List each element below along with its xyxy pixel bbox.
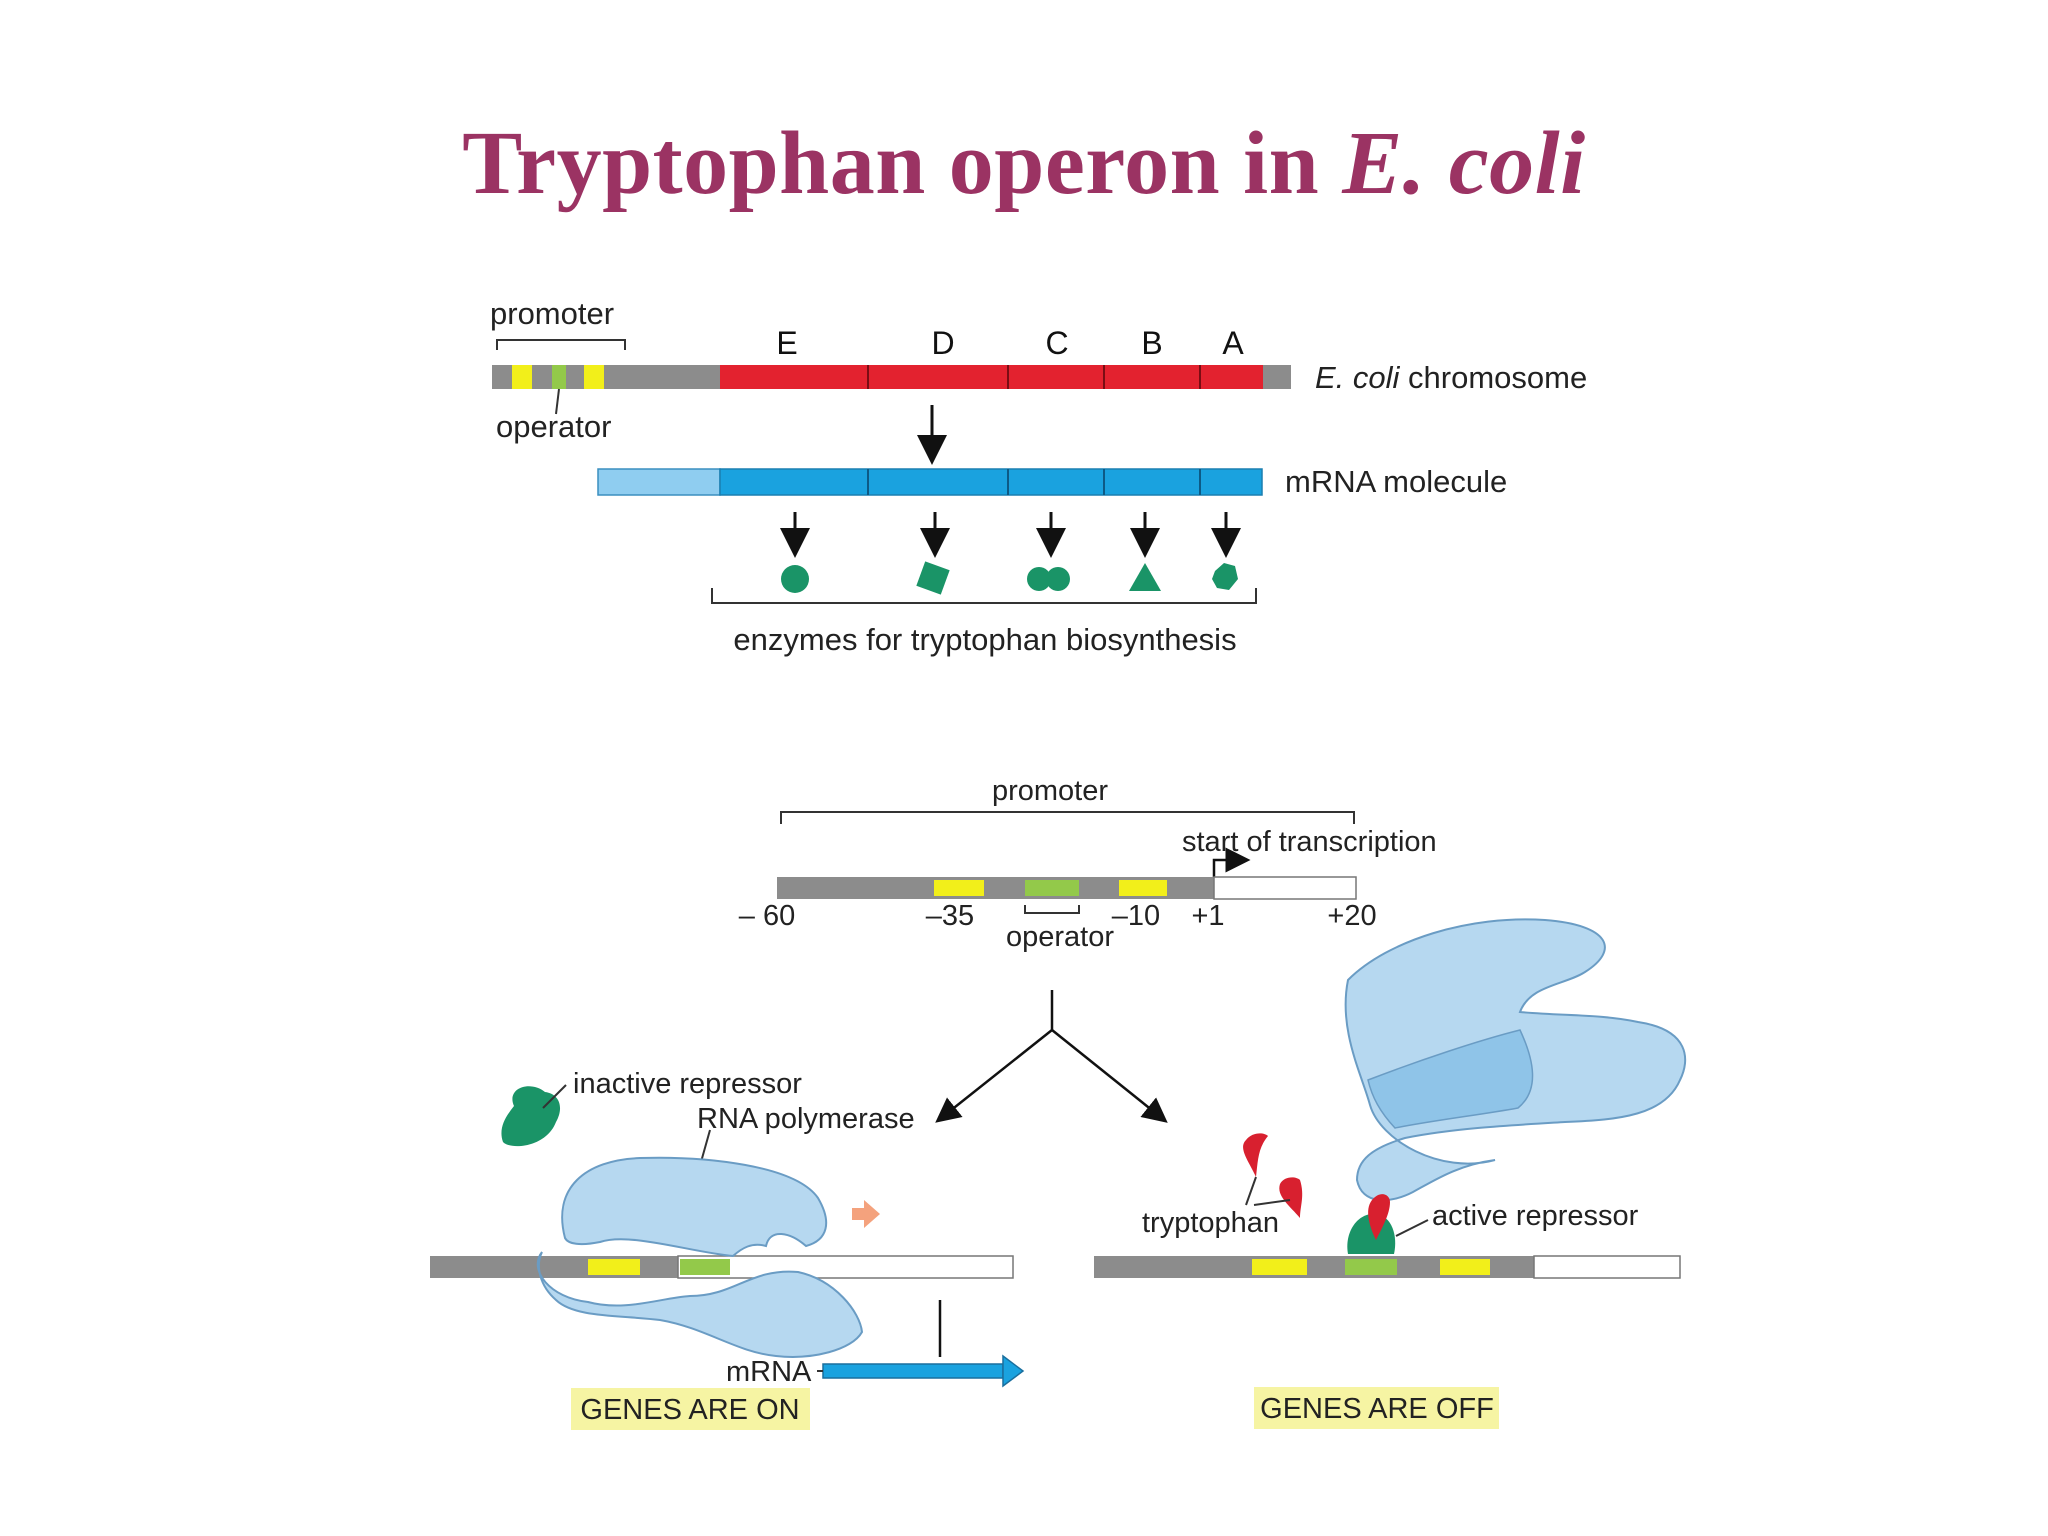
gene-e-label: E [776, 325, 797, 361]
tryptophan-pointer-2 [1253, 1199, 1291, 1206]
position-minus-35: –35 [926, 900, 974, 932]
position-minus-60: – 60 [739, 900, 795, 932]
mrna-molecule-label: mRNA molecule [1285, 464, 1507, 499]
operator-box [552, 365, 566, 389]
active-repressor-label: active repressor [1432, 1200, 1639, 1232]
promoter-box-35 [512, 365, 532, 389]
inactive-repressor-label: inactive repressor [573, 1068, 802, 1100]
operator-label: operator [496, 409, 611, 444]
operator-pointer [555, 388, 560, 415]
transcribed-region [1213, 876, 1357, 900]
chromosome [492, 365, 1291, 389]
mrna-molecule [597, 468, 1263, 496]
position-plus-20: +20 [1327, 900, 1376, 932]
promoter-box-10 [584, 365, 604, 389]
inactive-repressor-shape [501, 1086, 561, 1147]
top-panel: promoter E D C B A E. coli chromosome op… [490, 296, 1587, 657]
gene-c-label: C [1045, 325, 1068, 361]
rna-polymerase-bottom [536, 1251, 864, 1358]
rna-polymerase-label: RNA polymerase [697, 1103, 915, 1135]
chromosome-label: E. coli chromosome [1315, 360, 1587, 395]
genes-off-background [1254, 1387, 1499, 1429]
bound-promoter-box [588, 1259, 640, 1275]
inactive-repressor-pointer [542, 1084, 567, 1109]
rna-polymerase-pointer [700, 1129, 711, 1163]
tryptophan-label: tryptophan [1142, 1207, 1279, 1239]
dna-genes-off [1094, 1255, 1681, 1279]
operator-detail-label: operator [1006, 921, 1114, 953]
operator-detail-bracket [1024, 905, 1080, 914]
promoter-detail-label: promoter [992, 775, 1108, 807]
start-of-transcription-label: start of transcription [1182, 826, 1437, 858]
mrna-label: mRNA [726, 1356, 812, 1388]
tryptophan-pointer-1 [1245, 1176, 1257, 1206]
genes-on-background [571, 1388, 810, 1430]
start-of-transcription-arrow [1212, 847, 1251, 878]
mrna-transcript-arrowhead [1002, 1354, 1025, 1388]
genes-on-label: GENES ARE ON [580, 1394, 799, 1426]
minus-35-box [934, 880, 984, 896]
chromosome-end [1263, 365, 1291, 389]
position-minus-10: –10 [1112, 900, 1160, 932]
enzymes-label: enzymes for tryptophan biosynthesis [733, 622, 1236, 657]
trp-genes-region [720, 365, 1263, 389]
movement-arrow-icon [852, 1200, 880, 1228]
enzyme-d-square [916, 561, 950, 595]
promoter-dna [777, 876, 1357, 900]
rna-polymerase-channel [1367, 1029, 1534, 1129]
mrna-transcript [822, 1363, 1004, 1379]
gene-d-label: D [931, 325, 954, 361]
enzyme-c-dimer [1027, 567, 1070, 591]
slide-title: Tryptophan operon in E. coli [462, 114, 1586, 213]
enzyme-e-circle [781, 565, 809, 593]
promoter-label: promoter [490, 296, 614, 331]
bound-operator-box [680, 1259, 730, 1275]
promoter-bracket [496, 339, 626, 350]
bound-tryptophan [1368, 1194, 1390, 1240]
gene-b-label: B [1141, 325, 1162, 361]
promoter-detail-bracket [780, 811, 1355, 824]
enzyme-a-hexagon [1212, 563, 1238, 590]
tryptophan-molecules [1243, 1133, 1303, 1218]
operator-detail-box [1025, 880, 1079, 896]
bottom-panel: promoter start of transcription – 60 –35… [430, 775, 1687, 1430]
enzymes-bracket [711, 588, 1257, 604]
genes-off-label: GENES ARE OFF [1260, 1393, 1494, 1425]
rna-polymerase-top [561, 1156, 828, 1258]
position-plus-1: +1 [1191, 900, 1224, 932]
enzyme-b-triangle [1129, 563, 1161, 591]
minus-10-box [1119, 880, 1167, 896]
gene-a-label: A [1222, 325, 1244, 361]
branch-arrows [935, 990, 1168, 1123]
active-repressor-pointer [1395, 1219, 1429, 1237]
